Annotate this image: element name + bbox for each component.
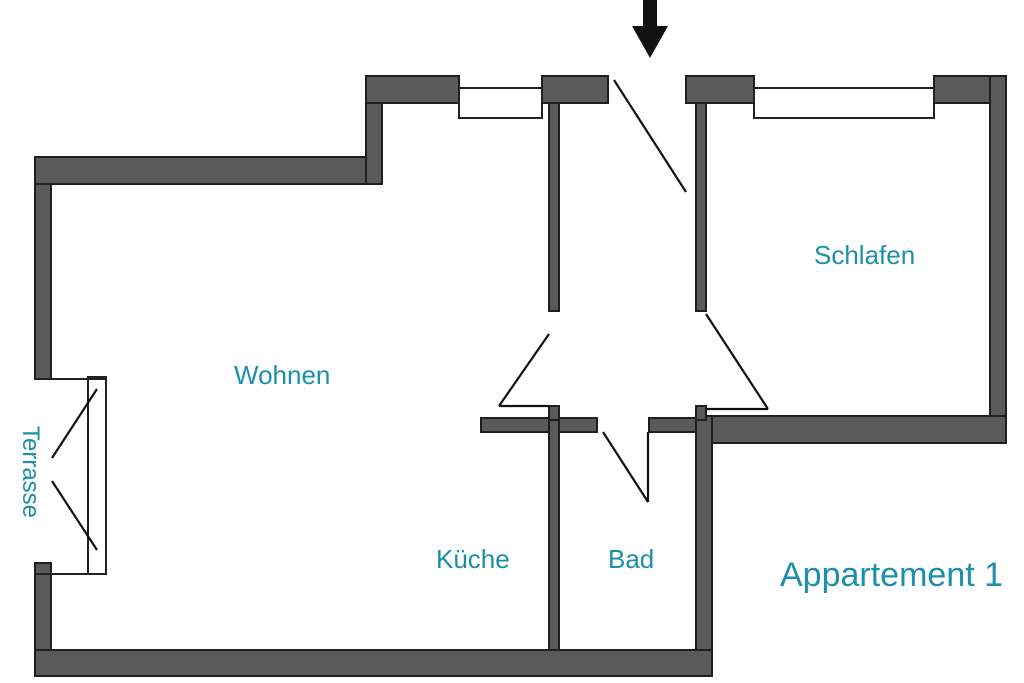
arrow-down-icon [632,0,668,58]
terrace-door-frame [87,376,107,575]
interior-walls [480,102,707,651]
room-label-bad: Bad [608,544,655,574]
plan-title: Appartement 1 [780,556,1004,594]
room-label-schlafen: Schlafen [814,240,916,270]
room-label-kueche: Küche [436,544,510,574]
window-bedroom [753,87,935,119]
room-label-terrasse: Terrasse [17,425,44,519]
exterior-walls [34,75,1007,677]
window-kitchen [458,87,543,119]
door-swings [51,79,769,551]
room-label-wohnen: Wohnen [234,360,331,390]
windows [35,87,935,575]
